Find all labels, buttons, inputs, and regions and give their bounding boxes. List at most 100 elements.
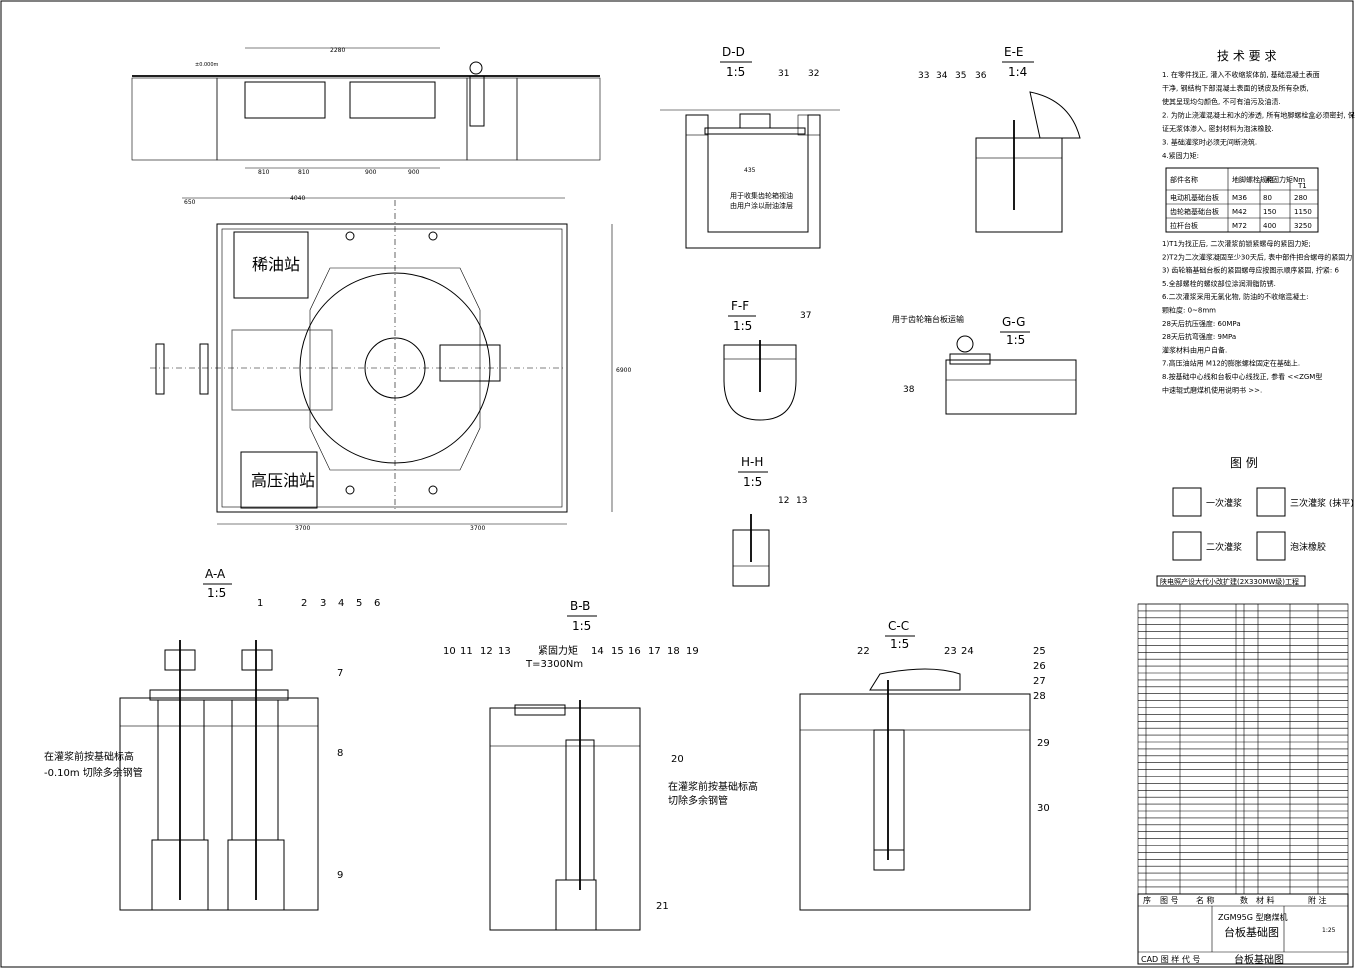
label-27: 27 [1033,676,1046,687]
label-19: 19 [686,646,699,657]
tb-model: ZGM95G 型磨煤机 [1218,912,1288,922]
label-37: 37 [800,311,811,321]
tb-scale: 1:25 [1322,927,1336,934]
section-cc-scale: 1:5 [890,637,909,651]
section-dd: D-D 1:5 31 32 435 用于收集齿轮箱视油 由用户涂以耐油漆层 [660,45,840,249]
label-1: 1 [257,598,263,609]
label-18: 18 [667,646,680,657]
project-name: 陕电照产设大代小改扩建(2X330MW级)工程 [1160,577,1299,586]
tb-h-qty: 数 [1240,895,1248,905]
tech-req-line: 颗粒度: 0~8mm [1162,306,1216,315]
legend-item-1: 一次灌浆 [1206,497,1242,509]
dd-dim: 435 [744,167,756,174]
legend-swatch-2 [1256,487,1286,517]
torque-cell: M42 [1232,208,1247,216]
label-8: 8 [337,748,343,759]
legend-item-4: 泡沫橡胶 [1290,541,1326,553]
gg-note: 用于齿轮箱台板运输 [892,314,964,324]
tech-req-line: 3) 齿轮箱基础台板的紧固螺母应按图示顺序紧固, 拧紧: 6 [1162,266,1339,275]
label-21: 21 [656,901,669,912]
label-10: 10 [443,646,456,657]
label-hh-13: 13 [796,496,807,506]
label-28: 28 [1033,691,1046,702]
section-aa-title: A-A [205,567,226,581]
label-35: 35 [955,71,966,81]
section-hh-scale: 1:5 [743,475,762,489]
label-36: 36 [975,71,987,81]
tb-h-note: 附 注 [1308,895,1327,905]
dd-note-2: 由用户涂以耐油漆层 [730,201,793,210]
section-cc: C-C 1:5 22 23 24 25 26 27 28 29 30 [799,619,1050,911]
legend-item-3: 二次灌浆 [1206,541,1242,553]
torque-header: 地脚螺栓规格 [1232,175,1274,184]
tech-req-line: 3. 基础灌浆时必须无间断浇筑. [1162,138,1257,147]
tech-req-line: 8.按基础中心线和台板中心线找正, 参看 <<ZGM型 [1162,372,1322,381]
bb-torque-value: T=3300Nm [525,659,583,670]
torque-cell: 1150 [1294,208,1312,216]
tech-req-title: 技 术 要 求 [1217,49,1276,63]
torque-cell: 电动机基础台板 [1170,193,1219,202]
label-20: 20 [671,754,684,765]
legend-swatch-1 [1172,487,1202,517]
section-bb: B-B 1:5 紧固力矩 T=3300Nm 在灌浆前按基础标高 切除多余钢管 1… [443,599,758,931]
tb-h-name: 名 称 [1196,895,1215,905]
dim-elev-4: 900 [408,169,420,176]
label-7: 7 [337,668,343,679]
label-11: 11 [460,646,473,657]
tb-cad-code: CAD 图 样 代 号 [1141,954,1200,964]
dd-note-1: 用于收集齿轮箱视油 [730,191,793,200]
elev-label: ±0.000m [195,62,219,68]
tb-h-drawing: 图 号 [1160,896,1179,905]
dim-plan-b2: 3700 [470,525,485,532]
torque-cell: 80 [1263,194,1272,202]
label-38: 38 [903,385,915,395]
aa-note-2: -0.10m 切除多余钢管 [44,766,143,779]
section-ff: F-F 1:5 37 [723,299,811,421]
section-bb-title: B-B [570,599,590,613]
label-22: 22 [857,646,870,657]
title-block: 序 图 号 名 称 数 材 料 附 注 ZGM95G 型磨煤机 台板基础图 1:… [1137,893,1349,966]
label-3: 3 [320,598,326,609]
label-25: 25 [1033,646,1046,657]
tech-req-line: 中速辊式磨煤机使用说明书 >>. [1162,385,1262,394]
bb-note-2: 切除多余钢管 [668,794,728,807]
label-14: 14 [591,646,604,657]
tech-req-line: 2. 为防止浇灌混凝土和水的渗透, 所有地脚螺栓盒必须密封, 保 [1162,111,1355,120]
tech-req-line: 1. 在零件找正, 灌入不收缩浆体前, 基础混凝土表面 [1162,70,1320,79]
dim-elev-top: 2280 [330,47,345,54]
torque-header: 部件名称 [1170,175,1198,184]
legend: 图 例 一次灌浆 三次灌浆 (抹平) 二次灌浆 泡沫橡胶 陕电照产设大代小改扩建… [1156,456,1354,587]
dim-plan-b1: 3700 [295,525,310,532]
tech-req-line: 证无浆体渗入, 密封材料为泡沫橡胶. [1162,124,1274,133]
plan-view: 稀油站 高压油站 4040 650 3700 3700 6900 [150,195,631,532]
tech-req-line: 28天后抗压强度: 60MPa [1162,319,1241,328]
section-ee: E-E 1:4 33 34 35 36 [918,45,1081,233]
torque-cell: M36 [1232,194,1247,202]
label-29: 29 [1037,738,1050,749]
aa-note-1: 在灌浆前按基础标高 [44,750,134,763]
label-bb-13: 13 [498,646,511,657]
tech-req-line: 灌浆材料由用户自备. [1162,345,1227,354]
tb-h-material: 材 料 [1256,895,1275,905]
label-2: 2 [301,598,307,609]
torque-header: T1 [1297,182,1307,190]
label-hh-12: 12 [778,496,789,506]
tech-req-line: 28天后抗弯强度: 9MPa [1162,332,1236,341]
torque-cell: 拉杆台板 [1170,221,1198,230]
label-23: 23 [944,646,957,657]
label-6: 6 [374,598,380,609]
label-24: 24 [961,646,974,657]
dim-elev-1: 810 [258,169,270,176]
section-dd-scale: 1:5 [726,65,745,79]
bb-torque-label: 紧固力矩 [538,644,578,657]
torque-cell: 3250 [1294,222,1312,230]
label-9: 9 [337,870,343,881]
tech-req-line: 干净, 钢结构下部混凝土表面的锈皮及所有杂质, [1162,84,1309,93]
tech-req-line: 4.紧固力矩: [1162,151,1199,160]
dim-plan-left: 650 [184,199,196,206]
label-30: 30 [1037,803,1050,814]
label-17: 17 [648,646,661,657]
section-gg: G-G 1:5 用于齿轮箱台板运输 38 [892,314,1077,415]
label-26: 26 [1033,661,1046,672]
